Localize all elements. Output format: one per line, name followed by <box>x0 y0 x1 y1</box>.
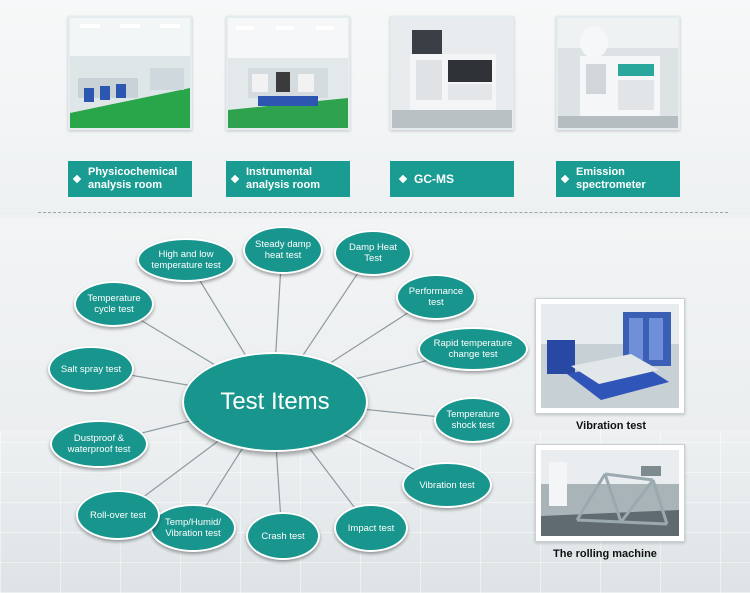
vibration-test-photo <box>541 304 679 408</box>
test-item-temperature-shock: Temperature shock test <box>434 397 512 443</box>
test-items-center: Test Items <box>182 352 368 452</box>
test-item-steady-damp-heat: Steady damp heat test <box>243 226 323 274</box>
test-item-high-low-temperature: High and low temperature test <box>137 238 235 282</box>
lab-label-text: Emission spectrometer <box>576 166 646 191</box>
test-item-dustproof-waterproof: Dustproof & waterproof test <box>50 420 148 468</box>
test-item-impact: Impact test <box>334 504 408 552</box>
instrumental-room-photo <box>226 16 350 130</box>
lab-label-text: GC-MS <box>414 171 454 186</box>
lab-card-physicochemical: Physicochemical analysis room <box>68 16 192 197</box>
test-item-temperature-cycle: Temperature cycle test <box>74 281 154 327</box>
lab-card-instrumental: Instrumental analysis room <box>226 16 350 197</box>
rolling-machine-photo <box>541 450 679 536</box>
section-divider <box>38 212 728 213</box>
lab-card-emission: Emission spectrometer <box>556 16 680 197</box>
test-item-vibration: Vibration test <box>402 462 492 508</box>
test-item-crash: Crash test <box>246 512 320 560</box>
lab-card-gcms: GC-MS <box>390 16 514 197</box>
rolling-machine-caption: The rolling machine <box>553 548 657 560</box>
rolling-photo-frame <box>535 444 685 542</box>
vibration-photo-frame <box>535 298 685 414</box>
lab-label-gcms: GC-MS <box>390 161 514 197</box>
test-item-damp-heat: Damp Heat Test <box>334 230 412 276</box>
test-item-salt-spray: Salt spray test <box>48 346 134 392</box>
lab-label-text: Physicochemical analysis room <box>88 166 178 191</box>
emission-spectrometer-photo <box>556 16 680 130</box>
test-item-temp-humid-vibration: Temp/Humid/ Vibration test <box>150 504 236 552</box>
vibration-test-caption: Vibration test <box>576 420 647 432</box>
lab-label-text: Instrumental analysis room <box>246 166 320 191</box>
test-item-rapid-temperature-change: Rapid temperature change test <box>418 327 528 371</box>
lab-label-instrumental: Instrumental analysis room <box>226 161 350 197</box>
physicochemical-room-photo <box>68 16 192 130</box>
test-item-roll-over: Roll-over test <box>76 490 160 540</box>
lab-label-emission: Emission spectrometer <box>556 161 680 197</box>
gcms-instrument-photo <box>390 16 514 130</box>
lab-label-physicochemical: Physicochemical analysis room <box>68 161 192 197</box>
test-item-performance: Performance test <box>396 274 476 320</box>
